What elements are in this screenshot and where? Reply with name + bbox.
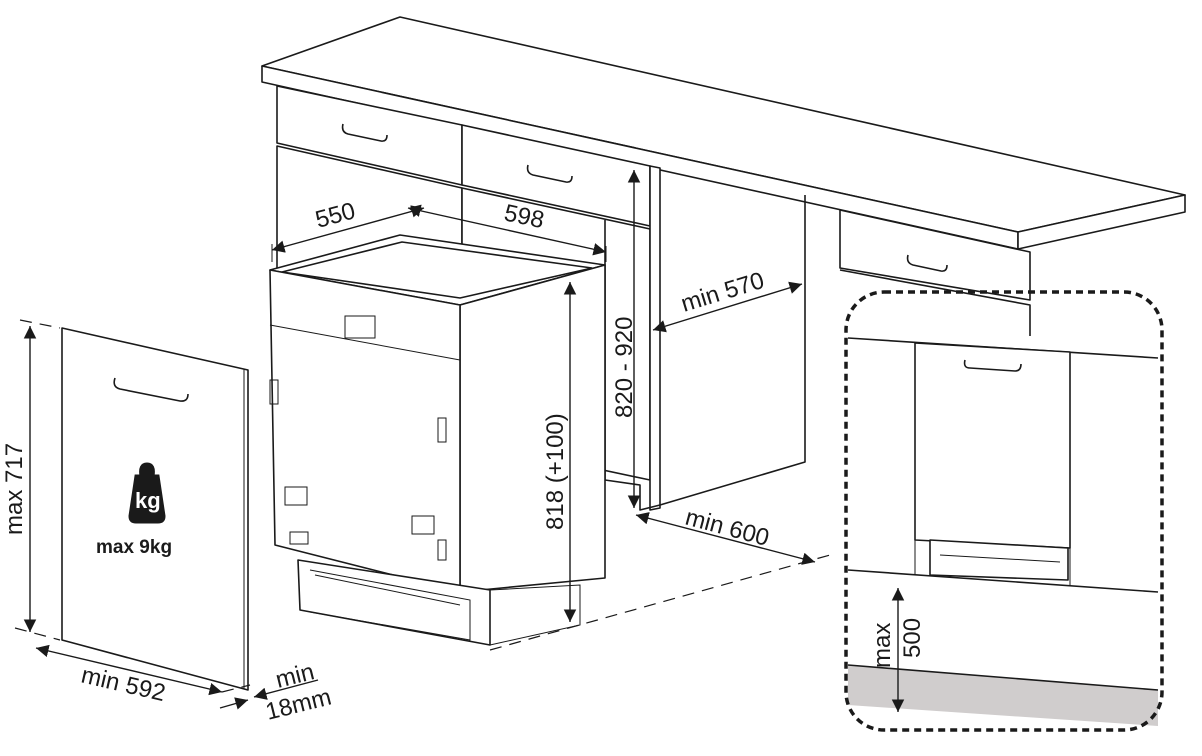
furniture-door-panel: kg max 9kg — [61, 327, 249, 691]
height-820-920-label: 820 - 920 — [611, 317, 638, 418]
countertop — [261, 16, 1186, 250]
max-717-label: max 717 — [1, 443, 28, 535]
right-cabinet — [839, 209, 1031, 336]
door-thickness-18mm-label: 18mm — [263, 683, 334, 725]
weight-icon — [128, 462, 166, 524]
height-818-label: 818 (+100) — [542, 413, 569, 530]
min-570-label: min 570 — [678, 267, 768, 318]
weight-icon-text: kg — [135, 488, 161, 513]
plinth-max-label: max — [869, 623, 896, 668]
plinth-500-label: 500 — [899, 618, 926, 658]
min-600-label: min 600 — [682, 504, 771, 552]
dimension-lines — [14, 170, 905, 712]
opening-rear-wall — [659, 195, 806, 506]
max-weight-label: max 9kg — [96, 537, 172, 558]
